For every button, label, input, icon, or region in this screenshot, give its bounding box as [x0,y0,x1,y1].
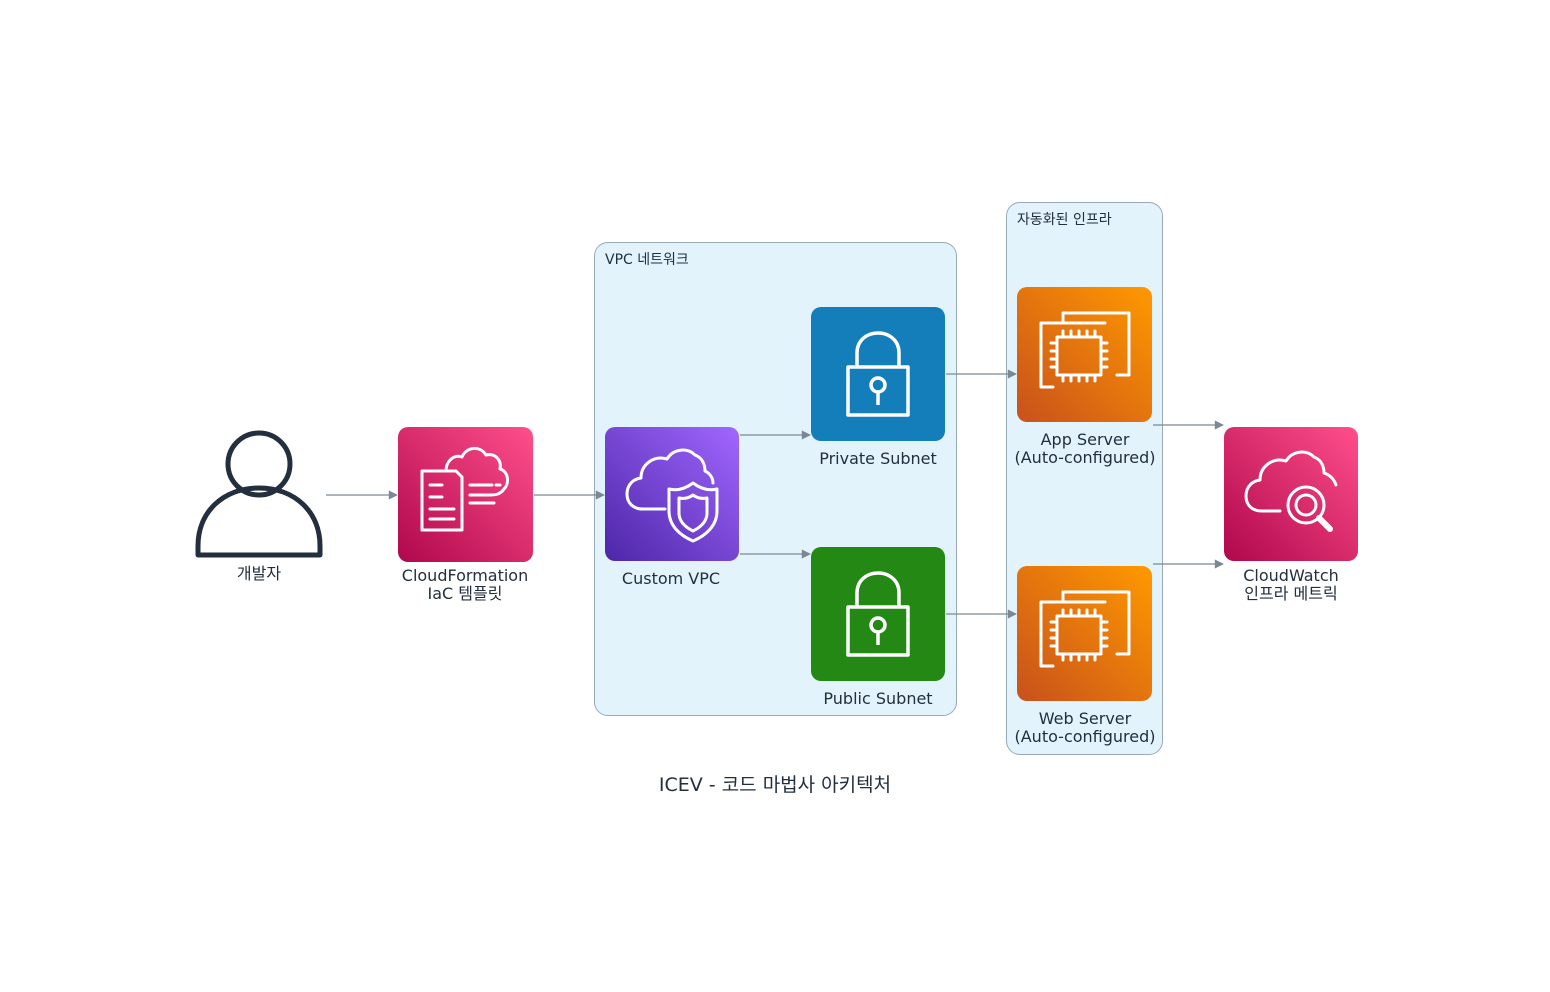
web-server-label: Web Server (Auto-configured) [1014,710,1155,746]
diagram-title: ICEV - 코드 마법사 아키텍처 [658,774,892,796]
ec2-instance-icon [1039,590,1131,668]
custom-vpc-label-line1: Custom VPC [621,569,721,588]
app-server-label-line1: App Server [1040,430,1130,449]
web-server-label-line2: (Auto-configured) [1014,727,1156,746]
vpc-network-cluster-label: VPC 네트워크 [605,252,689,268]
private-subnet-node[interactable] [811,307,945,441]
padlock-icon [846,331,910,417]
user-icon [195,430,323,558]
cloudwatch-magnifier-icon [1244,450,1338,532]
public-subnet-label-line1: Public Subnet [823,689,933,708]
cloudformation-template-icon [420,447,509,532]
private-subnet-label: Private Subnet [819,450,937,468]
app-server-node[interactable] [1017,287,1152,422]
developer-label-line1: 개발자 [236,564,282,583]
automated-infra-cluster-label: 자동화된 인프라 [1017,212,1112,228]
app-server-label-line2: (Auto-configured) [1014,448,1156,467]
cloudformation-label: CloudFormation IaC 템플릿 [402,567,528,603]
vpc-cloud-shield-icon [625,448,719,543]
cloudformation-label-line2: IaC 템플릿 [427,584,503,603]
public-subnet-node[interactable] [811,547,945,681]
cloudwatch-node[interactable] [1224,427,1358,561]
padlock-icon [846,571,910,657]
custom-vpc-node[interactable] [605,427,739,561]
private-subnet-label-line1: Private Subnet [819,449,937,468]
cloudwatch-label-line1: CloudWatch [1243,566,1339,585]
cloudwatch-label-line2: 인프라 메트릭 [1244,584,1338,603]
web-server-label-line1: Web Server [1038,709,1132,728]
developer-node[interactable] [193,428,325,560]
web-server-node[interactable] [1017,566,1152,701]
cloudformation-label-line1: CloudFormation [401,566,529,585]
public-subnet-label: Public Subnet [823,690,932,708]
cloudformation-node[interactable] [398,427,533,562]
custom-vpc-label: Custom VPC [622,570,720,588]
app-server-label: App Server (Auto-configured) [1014,431,1155,467]
cloudwatch-label: CloudWatch 인프라 메트릭 [1243,567,1339,603]
developer-label: 개발자 [237,565,281,583]
ec2-instance-icon [1039,311,1131,389]
